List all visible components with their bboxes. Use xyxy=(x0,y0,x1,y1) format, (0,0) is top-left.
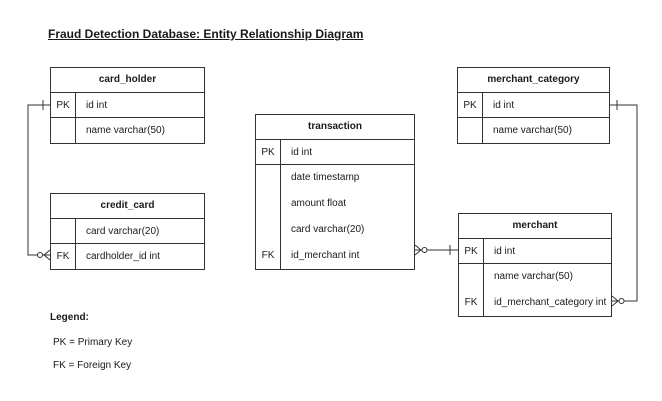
field-group: date timestamp amount float card varchar… xyxy=(281,165,414,269)
fk-label: FK xyxy=(464,297,478,308)
entity-table-card-holder[interactable]: card_holder PK id int name varchar(50) xyxy=(50,67,205,144)
key-cell: FK xyxy=(459,264,484,316)
table-body: FK name varchar(50) id_merchant_category… xyxy=(459,264,611,316)
key-cell: PK xyxy=(459,239,484,263)
field-group: name varchar(50) id_merchant_category in… xyxy=(484,264,611,316)
field-cell: id int xyxy=(493,99,515,111)
table-title: merchant_category xyxy=(458,68,609,93)
table-row: PK id int xyxy=(458,93,609,118)
zero-circle-merchant xyxy=(618,298,625,304)
field-cell: id int xyxy=(86,99,108,111)
crow-foot-merchant xyxy=(611,295,619,307)
table-row: PK id int xyxy=(256,140,414,165)
table-title: merchant xyxy=(459,214,611,239)
zero-circle-transaction xyxy=(421,247,428,253)
key-cell: FK xyxy=(51,244,76,269)
fk-label: FK xyxy=(261,250,275,261)
table-title: card_holder xyxy=(51,68,204,93)
legend-item-fk: FK = Foreign Key xyxy=(53,360,132,371)
table-row: name varchar(50) xyxy=(458,118,609,143)
legend-item-pk: PK = Primary Key xyxy=(53,337,133,348)
table-title: credit_card xyxy=(51,194,204,219)
table-row: PK id int xyxy=(459,239,611,264)
crow-foot-transaction xyxy=(414,244,422,256)
field-cell: card varchar(20) xyxy=(291,224,365,235)
field-cell: cardholder_id int xyxy=(86,251,160,262)
entity-table-transaction[interactable]: transaction PK id int FK date timestamp … xyxy=(255,114,415,270)
relationship-merchantcategory-merchant[interactable] xyxy=(610,100,638,307)
key-cell xyxy=(51,219,76,243)
table-body: FK date timestamp amount float card varc… xyxy=(256,165,414,269)
key-cell: FK xyxy=(256,165,281,269)
field-cell: name varchar(50) xyxy=(493,125,572,136)
relationship-merchant-transaction[interactable] xyxy=(414,244,458,256)
key-cell: PK xyxy=(256,140,281,164)
key-cell: PK xyxy=(51,93,76,117)
table-row: PK id int xyxy=(51,93,204,118)
field-cell: date timestamp xyxy=(291,172,360,183)
zero-circle-creditcard xyxy=(37,252,43,258)
field-cell: id int xyxy=(291,146,313,158)
field-cell: card varchar(20) xyxy=(86,225,160,237)
key-cell xyxy=(458,118,483,143)
field-cell: name varchar(50) xyxy=(494,271,573,282)
table-row: name varchar(50) xyxy=(51,118,204,143)
legend-heading: Legend: xyxy=(50,312,89,323)
key-cell: PK xyxy=(458,93,483,117)
crow-foot-creditcard xyxy=(42,249,51,261)
table-row: FK cardholder_id int xyxy=(51,244,204,269)
field-cell: id_merchant_category int xyxy=(494,297,607,308)
field-cell: id int xyxy=(494,245,516,257)
field-cell: id_merchant int xyxy=(291,250,360,261)
key-cell xyxy=(51,118,76,143)
field-cell: amount float xyxy=(291,198,347,209)
entity-table-merchant[interactable]: merchant PK id int FK name varchar(50) i… xyxy=(458,213,612,317)
field-cell: name varchar(50) xyxy=(86,125,165,136)
table-title: transaction xyxy=(256,115,414,140)
table-row: card varchar(20) xyxy=(51,219,204,244)
relationship-cardholder-creditcard[interactable] xyxy=(27,100,51,261)
entity-table-credit-card[interactable]: credit_card card varchar(20) FK cardhold… xyxy=(50,193,205,270)
entity-table-merchant-category[interactable]: merchant_category PK id int name varchar… xyxy=(457,67,610,144)
diagram-title: Fraud Detection Database: Entity Relatio… xyxy=(48,27,364,41)
